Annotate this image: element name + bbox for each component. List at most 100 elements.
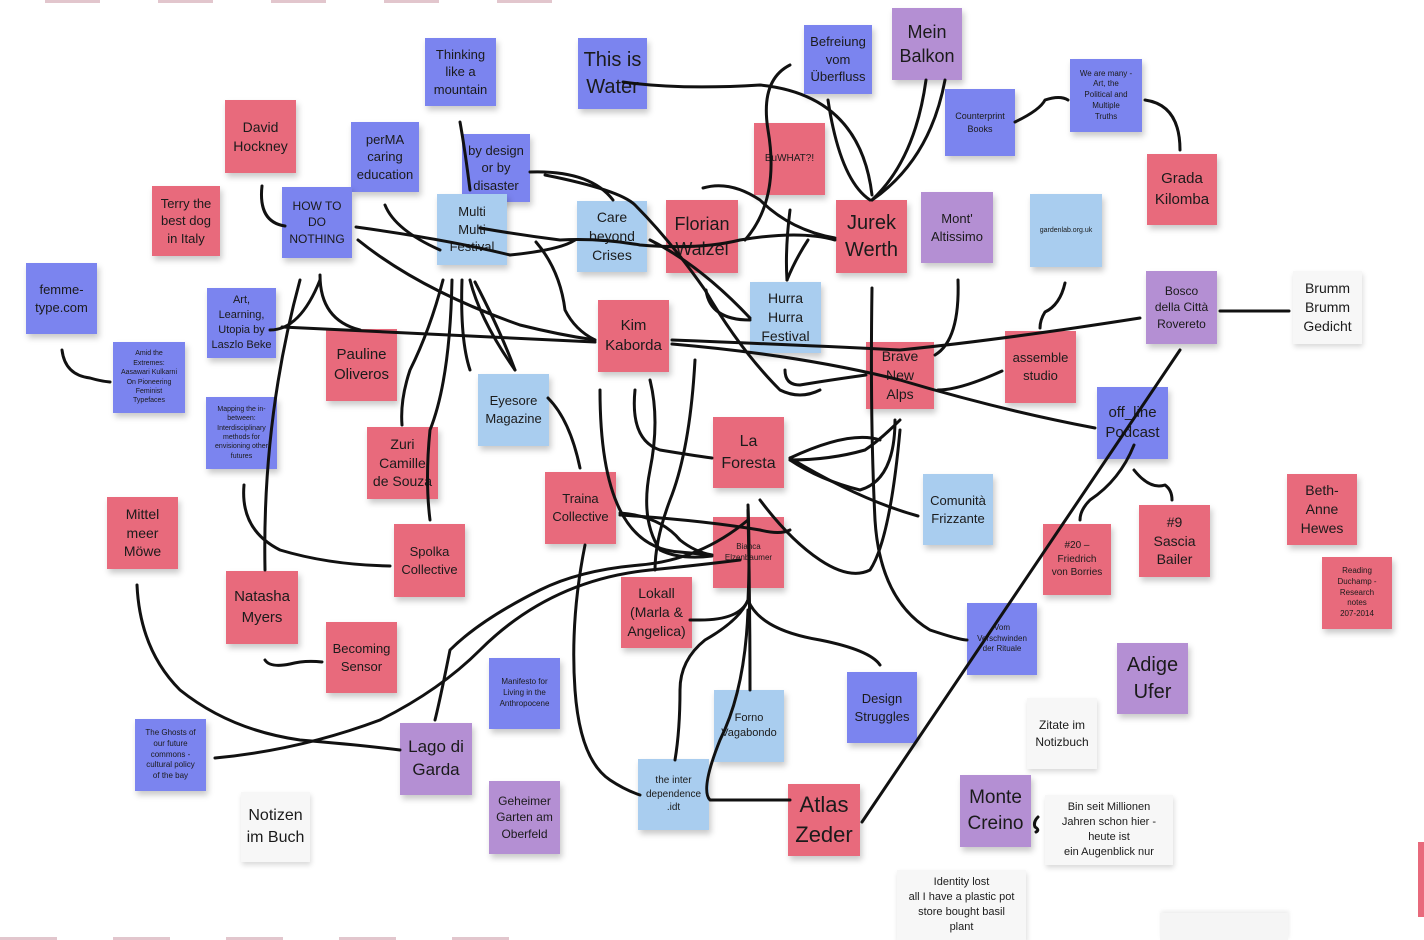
bottom-edge-strip [226, 937, 283, 940]
connector-line [826, 98, 872, 202]
sticky-note-grada-kilomba[interactable]: Grada Kilomba [1147, 154, 1217, 225]
connector-line [870, 78, 947, 202]
sticky-note-geheimer-garten[interactable]: Geheimer Garten am Oberfeld [489, 781, 560, 854]
connector-line [870, 78, 928, 202]
sticky-note-art-learning-utopia[interactable]: Art, Learning, Utopia by Laszlo Beke [207, 288, 276, 358]
sticky-note-mont-altissimo[interactable]: Mont' Altissimo [921, 192, 993, 263]
sticky-note-adige-ufer[interactable]: Adige Ufer [1117, 643, 1188, 714]
sticky-note-reading-duchamp[interactable]: Reading Duchamp - Research notes 207-201… [1322, 557, 1392, 629]
sticky-note-this-is-water[interactable]: This is Water [578, 38, 647, 109]
sticky-note-thinking-like-a-mountain[interactable]: Thinking like a mountain [425, 38, 496, 106]
sticky-note-eyesore-magazine[interactable]: Eyesore Magazine [478, 374, 549, 446]
top-edge-strip [497, 0, 552, 3]
connector-line [783, 368, 868, 387]
bottom-edge-strip [339, 937, 396, 940]
sticky-note-mein-balkon[interactable]: Mein Balkon [892, 8, 962, 80]
connector-line [383, 203, 442, 252]
offscreen-note-edge [1418, 842, 1424, 917]
sticky-note-ghosts-of-our-future-commons[interactable]: The Ghosts of our future commons - cultu… [135, 719, 206, 791]
sticky-note-identity-lost[interactable]: Identity lost all I have a plastic pot s… [897, 870, 1026, 940]
sticky-note-mittelmeer-moewe[interactable]: Mittel meer Möwe [107, 497, 178, 569]
sticky-note-vom-verschwinden-der-rituale[interactable]: Vom Verschwinden der Rituale [967, 603, 1037, 675]
bottom-edge-strip [0, 937, 57, 940]
sticky-note-how-to-do-nothing[interactable]: HOW TO DO NOTHING [282, 187, 352, 258]
connector-line [263, 658, 324, 667]
sticky-note-mapping-the-in-between[interactable]: Mapping the in- between: Interdisciplina… [206, 397, 277, 469]
sticky-note-bianca-elzenbaumer[interactable]: Bianca Elzenbaumer [713, 517, 784, 588]
connector-line [318, 273, 362, 332]
connector-line [60, 348, 112, 384]
sticky-note-jurek-werth[interactable]: Jurek Werth [836, 200, 907, 273]
connector-line [528, 170, 615, 202]
connector-line [704, 288, 752, 322]
connector-line [788, 418, 897, 492]
sticky-note-hurra-hurra-festival[interactable]: Hurra Hurra Festival [750, 282, 821, 353]
sticky-note-manifesto-anthropocene[interactable]: Manifesto for Living in the Anthropocene [489, 658, 560, 729]
sticky-note-atlas-zeder[interactable]: Atlas Zeder [788, 784, 860, 856]
sticky-note-bin-seit-millionen[interactable]: Bin seit Millionen Jahren schon hier - h… [1045, 795, 1173, 865]
sticky-note-femme-type[interactable]: femme- type.com [26, 263, 97, 334]
top-edge-strip [45, 0, 100, 3]
sticky-note-forno-vagabondo[interactable]: Forno Vagabondo [714, 690, 784, 762]
sticky-note-multi-multi-festival[interactable]: Multi Multi Festival [437, 194, 507, 265]
sticky-note-florian-walzel[interactable]: Florian Walzel [666, 200, 738, 273]
connector-line [785, 238, 810, 282]
connector-line [598, 388, 714, 557]
sticky-note-la-foresta[interactable]: La Foresta [713, 417, 784, 488]
sticky-note-assemble-studio[interactable]: assemble studio [1005, 331, 1076, 403]
sticky-note-perma-caring-education[interactable]: perMA caring education [351, 122, 419, 192]
connector-line [546, 396, 582, 470]
connector-line [400, 278, 445, 427]
bottom-edge-strip [452, 937, 509, 940]
connector-line [618, 511, 714, 557]
connector-line [621, 80, 874, 197]
sticky-note-beth-anne-hewes[interactable]: Beth- Anne Hewes [1287, 474, 1357, 545]
sticky-note-care-beyond-crises[interactable]: Care beyond Crises [577, 201, 647, 272]
top-edge-strip [158, 0, 213, 3]
connector-line [869, 286, 969, 642]
sticky-note-off-line-podcast[interactable]: off_line Podcast [1097, 387, 1168, 459]
sticky-note-monte-creino[interactable]: Monte Creino [960, 775, 1031, 847]
sticky-note-by-design-or-by-disaster[interactable]: by design or by disaster [462, 134, 530, 202]
connector-line [460, 278, 472, 372]
bottom-edge-strip [113, 937, 170, 940]
connector-line [1143, 98, 1182, 152]
sticky-note-zuri-camille-de-souza[interactable]: Zuri Camille de Souza [367, 427, 438, 499]
sticky-note-we-are-many[interactable]: We are many - Art, the Political and Mul… [1070, 59, 1142, 132]
sticky-note-notizen-im-buch[interactable]: Notizen im Buch [241, 792, 310, 862]
sticky-note-friedrich-von-borries[interactable]: #20 – Friedrich von Borries [1043, 524, 1111, 595]
sticky-note-comunita-frizzante[interactable]: Comunità Frizzante [923, 474, 993, 545]
sticky-note-gardenlab[interactable]: gardenlab.org.uk [1030, 194, 1102, 267]
sticky-note-bosco-della-citta[interactable]: Bosco della Città Rovereto [1146, 271, 1217, 344]
sticky-note-the-interdependence[interactable]: the inter dependence .idt [638, 759, 709, 830]
sticky-note-kim-kaborda[interactable]: Kim Kaborda [598, 300, 669, 372]
sticky-note-befreiung-vom-ueberfluss[interactable]: Befreiung vom Überfluss [804, 25, 872, 94]
sticky-note-lago-di-garda[interactable]: Lago di Garda [400, 723, 472, 795]
connector-line [784, 208, 792, 282]
sticky-note-pauline-oliveros[interactable]: Pauline Oliveros [326, 329, 397, 401]
sticky-note-spolka-collective[interactable]: Spolka Collective [394, 524, 465, 597]
sticky-note-amid-the-extremes[interactable]: Amid the Extremes: Aasawari Kulkarni On … [113, 342, 185, 413]
top-edge-strip [271, 0, 326, 3]
connector-line [936, 369, 1004, 392]
connector-line [1038, 281, 1067, 330]
sticky-note-terry-the-best-dog[interactable]: Terry the best dog in Italy [152, 186, 220, 256]
sticky-note-buwhat[interactable]: BuWHAT?! [754, 123, 825, 195]
sticky-note-zitate-im-notizbuch[interactable]: Zitate im Notizbuch [1027, 698, 1097, 769]
connector-line [645, 378, 714, 559]
connector-line [788, 435, 882, 460]
sticky-note-david-hockney[interactable]: David Hockney [225, 100, 296, 173]
sticky-note-design-struggles[interactable]: Design Struggles [847, 672, 917, 743]
sticky-note-natasha-myers[interactable]: Natasha Myers [226, 571, 298, 644]
sticky-note-traina-collective[interactable]: Traina Collective [545, 472, 616, 544]
sticky-note-brave-new-alps[interactable]: Brave New Alps [866, 342, 934, 409]
connector-line [433, 518, 750, 722]
connector-line [1132, 468, 1174, 502]
sticky-note-counterprint-books[interactable]: Counterprint Books [945, 89, 1015, 156]
sticky-note-becoming-sensor[interactable]: Becoming Sensor [326, 622, 397, 693]
sticky-note-lokall[interactable]: Lokall (Marla & Angelica) [621, 577, 692, 648]
sticky-note-brumm-brumm-gedicht[interactable]: Brumm Brumm Gedicht [1293, 271, 1362, 344]
sticky-note-sascia-bailer[interactable]: #9 Sascia Bailer [1139, 505, 1210, 577]
